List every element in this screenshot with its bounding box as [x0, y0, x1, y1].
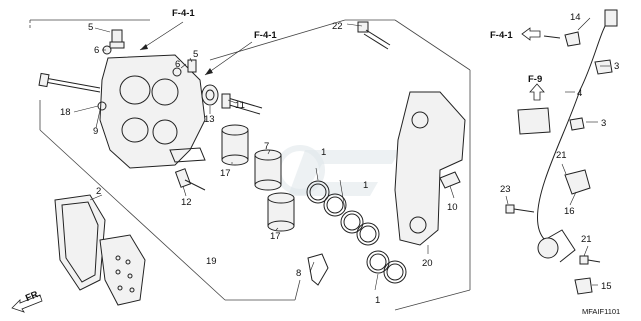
page-ref-f41-c: F-4-1: [490, 30, 513, 41]
callout-21-a: 21: [556, 150, 567, 161]
callout-18: 18: [60, 107, 71, 118]
page-ref-f9: F-9: [528, 74, 542, 85]
callout-11: 11: [235, 100, 245, 111]
diagram-reference-code: MFAIF1101: [582, 307, 620, 316]
callout-15: 15: [601, 281, 612, 292]
caliper-assembly-frame: [29, 19, 471, 311]
callout-20: 20: [422, 258, 433, 269]
caliper-bracket: [394, 91, 466, 246]
piston-a: [221, 124, 249, 166]
sensor-stay: [517, 107, 551, 135]
piston-b: [254, 149, 282, 191]
pad-retainer-clip: [439, 171, 461, 189]
reference-arrow-lines: [139, 21, 253, 76]
callout-4: 4: [577, 88, 582, 99]
callout-3-b: 3: [601, 118, 606, 129]
callout-10: 10: [447, 202, 458, 213]
leader-lines: [73, 17, 610, 291]
seal-kit-rings: [306, 180, 407, 284]
sensor-bolt-a: [505, 204, 535, 214]
callout-14: 14: [570, 12, 581, 23]
callout-6-a: 6: [94, 45, 99, 56]
speed-sensor-harness: [537, 9, 618, 241]
callout-19: 19: [206, 256, 217, 267]
callout-21-b: 21: [581, 234, 592, 245]
front-direction-arrow-icon: [11, 294, 43, 313]
callout-9: 9: [93, 126, 98, 137]
brake-pad-outer: [99, 234, 146, 306]
watermark-logo: [275, 145, 400, 196]
arrow-up-icon: [529, 83, 545, 101]
sensor-bolt-b: [579, 255, 601, 265]
wire-clamp-b: [564, 31, 581, 47]
sensor-grommet: [574, 277, 593, 295]
callout-8: 8: [296, 268, 301, 279]
callout-13: 13: [204, 114, 215, 125]
piston-c: [267, 192, 295, 232]
bleeder-valve: [109, 29, 125, 49]
callout-5-b: 5: [193, 49, 198, 60]
bolt-22-head: [543, 35, 561, 39]
callout-6-b: 6: [175, 59, 180, 70]
callout-17-a: 17: [220, 168, 231, 179]
wire-clamp-a: [569, 117, 585, 131]
pad-spring: [307, 253, 329, 286]
callout-1-b: 1: [363, 180, 368, 191]
arrow-left-icon: [521, 27, 541, 41]
callout-2: 2: [96, 186, 101, 197]
boot-seal: [201, 84, 219, 106]
callout-1-a: 1: [321, 147, 326, 158]
callout-17-b: 17: [270, 231, 281, 242]
callout-12: 12: [181, 197, 192, 208]
callout-7: 7: [264, 141, 269, 152]
caliper-pin-bolt: [38, 72, 101, 93]
brake-pad-inner: [54, 194, 106, 291]
callout-23: 23: [500, 184, 511, 195]
callout-22: 22: [332, 21, 343, 32]
slide-pin: [221, 93, 263, 115]
page-ref-f41-a: F-4-1: [172, 8, 195, 19]
front-direction-label: FR.: [24, 288, 42, 304]
callout-1-c: 1: [375, 295, 380, 306]
callout-3-a: 3: [614, 61, 619, 72]
callout-16: 16: [564, 206, 575, 217]
sensor-bracket: [564, 169, 591, 195]
bracket-bolt: [357, 21, 391, 50]
speed-sensor: [537, 229, 576, 263]
pad-pin: [174, 168, 206, 191]
callout-5-a: 5: [88, 22, 93, 33]
bleeder-valve-2: [187, 59, 197, 73]
page-ref-f41-b: F-4-1: [254, 30, 277, 41]
